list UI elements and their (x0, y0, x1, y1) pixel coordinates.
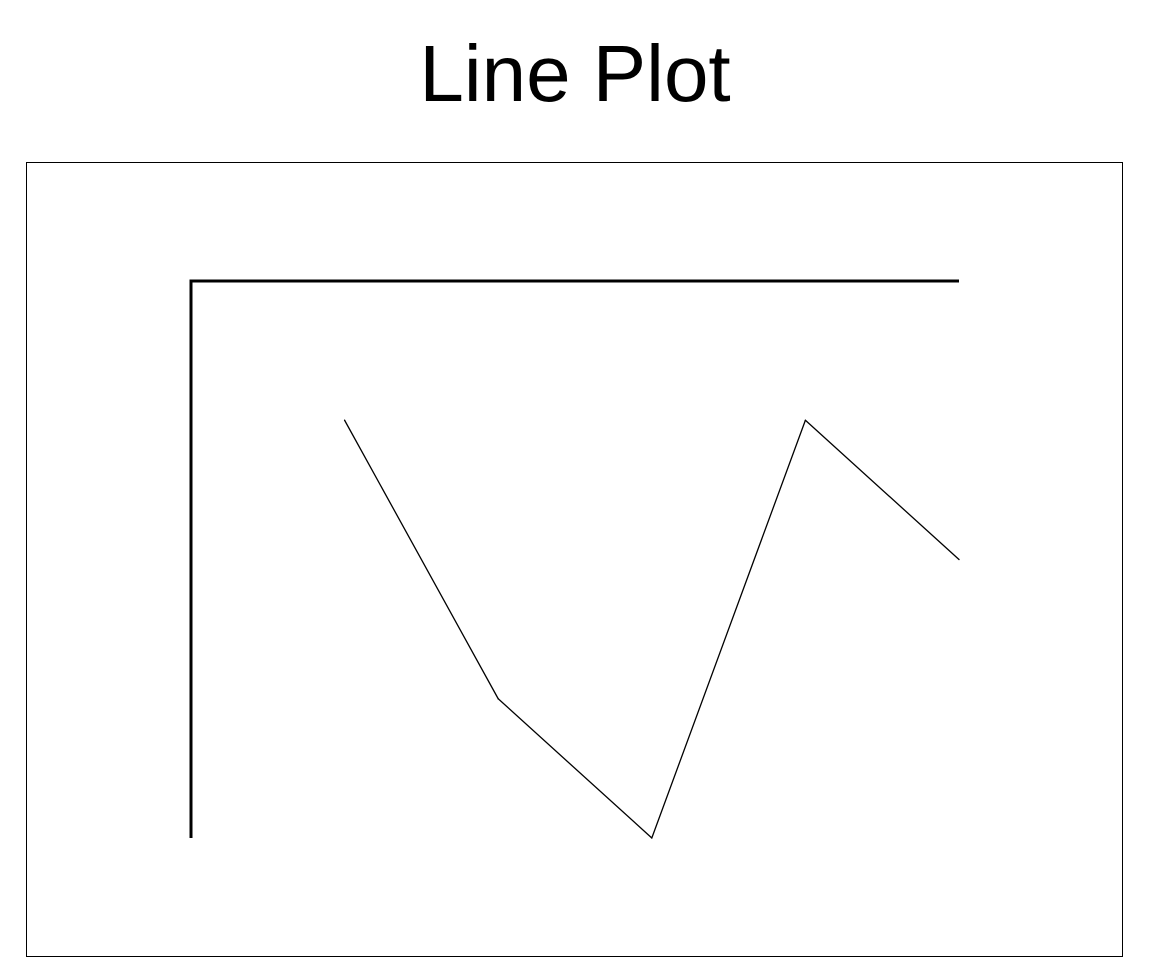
series-0-point-2 (651, 837, 653, 839)
series-0-segment-3 (804, 419, 960, 561)
series-0-segment-2 (651, 419, 807, 839)
chart-title: Line Plot (419, 29, 731, 118)
series-0 (343, 419, 960, 839)
series-0-segment-1 (497, 698, 653, 839)
series-0-segment-0 (343, 419, 499, 700)
series-0-point-0 (344, 419, 346, 421)
series-0-point-4 (958, 558, 960, 561)
plot-frame (26, 162, 1123, 957)
series-layer (343, 419, 960, 839)
series-0-point-3 (804, 419, 807, 421)
series-0-point-1 (497, 698, 499, 700)
